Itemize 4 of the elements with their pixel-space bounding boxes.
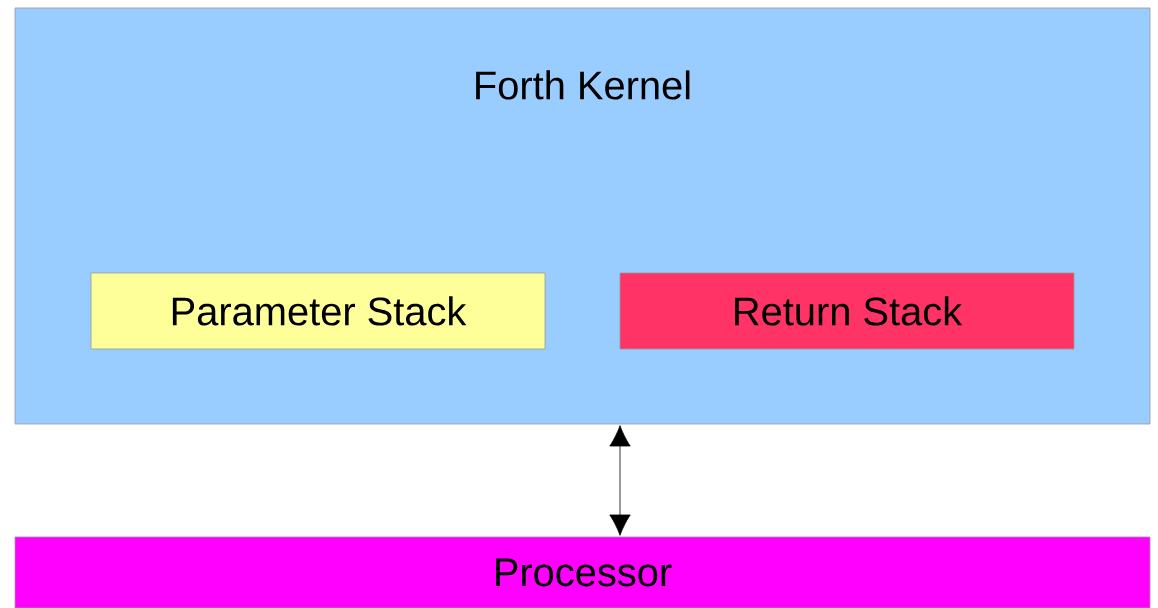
processor-box: Processor (14, 536, 1151, 608)
arrow (609, 425, 631, 536)
stack-box: Return Stack (619, 272, 1075, 350)
stack-box: Parameter Stack (90, 272, 546, 350)
